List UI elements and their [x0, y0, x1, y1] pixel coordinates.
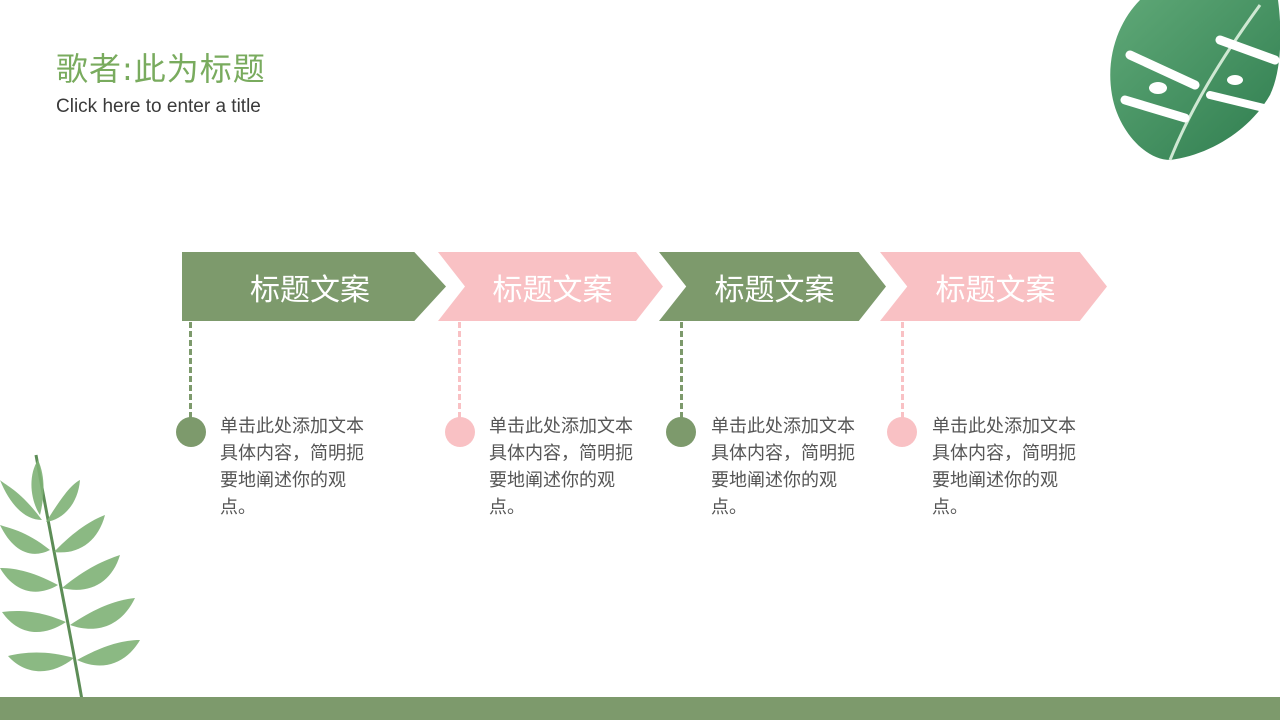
step-3-label: 标题文案 — [714, 272, 835, 308]
fern-leaf-icon — [0, 454, 140, 700]
step-2-connector — [458, 322, 461, 418]
step-4-connector — [901, 322, 904, 418]
step-3-dot — [666, 417, 696, 447]
step-1-label: 标题文案 — [250, 272, 370, 308]
step-2-label: 标题文案 — [492, 272, 613, 308]
step-1-dot — [176, 417, 206, 447]
step-3-arrow[interactable]: 标题文案 — [659, 252, 886, 321]
slide-title: 歌者:此为标题 — [56, 50, 266, 88]
step-3-text: 单击此处添加文本具体内容，简明扼要地阐述你的观点。 — [711, 416, 855, 518]
step-1-arrow[interactable]: 标题文案 — [182, 252, 446, 321]
step-2-text: 单击此处添加文本具体内容，简明扼要地阐述你的观点。 — [489, 416, 633, 518]
step-3-connector — [680, 322, 683, 418]
step-4-text: 单击此处添加文本具体内容，简明扼要地阐述你的观点。 — [932, 416, 1076, 518]
slide-subtitle: Click here to enter a title — [56, 96, 261, 117]
step-2-arrow[interactable]: 标题文案 — [438, 252, 663, 321]
step-1-connector — [189, 322, 192, 418]
step-4-dot — [887, 417, 917, 447]
step-1-text: 单击此处添加文本具体内容，简明扼要地阐述你的观点。 — [220, 416, 364, 518]
step-4-label: 标题文案 — [935, 272, 1056, 308]
step-4-arrow[interactable]: 标题文案 — [880, 252, 1107, 321]
step-2-dot — [445, 417, 475, 447]
footer-bar — [0, 697, 1280, 720]
monstera-leaf-icon — [1110, 0, 1280, 161]
